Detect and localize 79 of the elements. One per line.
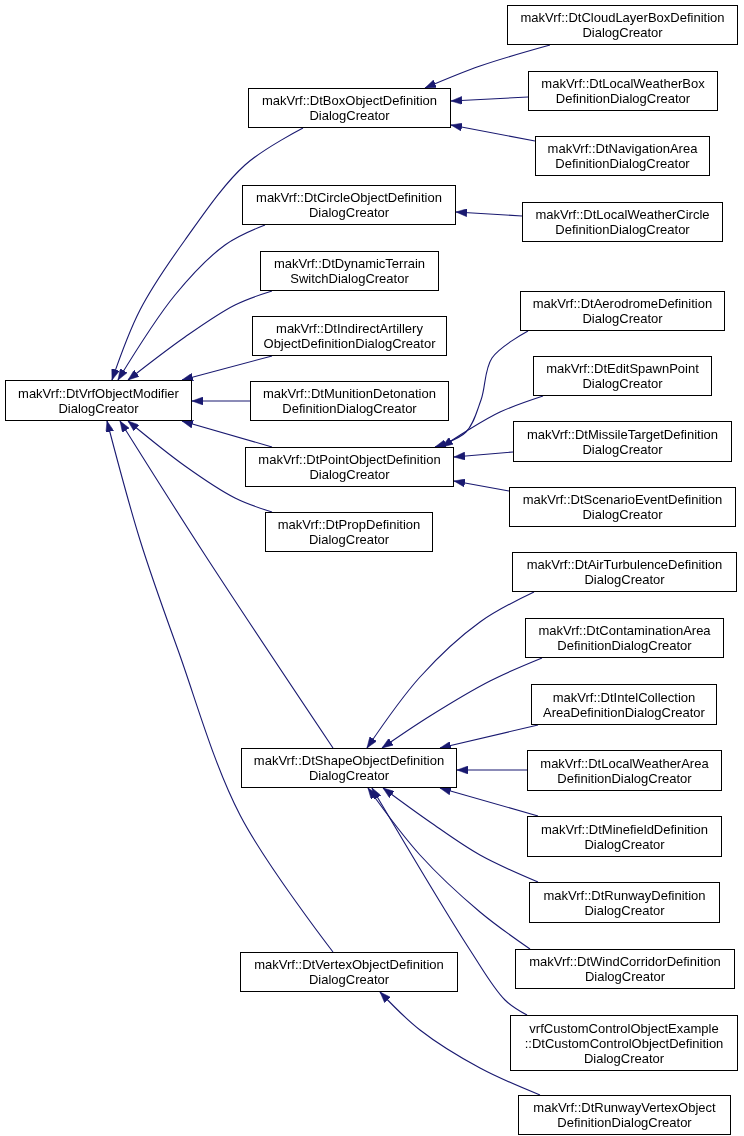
inheritance-arrow: [105, 420, 334, 953]
class-name: makVrf::DtIntelCollection AreaDefinitionDialogCreator: [543, 689, 705, 720]
class-box: [510, 1015, 738, 1071]
class-name: makVrf::DtAerodromeDefinition DialogCreator: [532, 296, 713, 326]
class-box: [520, 291, 725, 331]
class-box: [509, 487, 736, 527]
class-box: [527, 816, 722, 857]
class-name: makVrf::DtVertexObjectDefinition DialogCreator: [254, 957, 444, 987]
class-name: makVrf::DtAirTurbulenceDefinition DialogCreator: [526, 557, 723, 587]
class-box: [518, 1095, 731, 1135]
class-box: [248, 88, 451, 128]
class-name: makVrf::DtCircleObjectDefinition DialogCreator: [256, 190, 442, 220]
inheritance-arrow: [367, 787, 531, 950]
class-name: makVrf::DtMissileTargetDefinition DialogCreator: [527, 426, 718, 457]
class-name: vrfCustomControlObjectExample ::DtCustomControlObjectDefinition DialogCreator: [524, 1020, 724, 1066]
inheritance-arrow: [439, 786, 539, 817]
class-box: [515, 949, 735, 989]
class-name: makVrf::DtCloudLayerBoxDefinition DialogCreator: [520, 10, 725, 40]
class-box: [531, 684, 717, 725]
class-box: [241, 748, 457, 788]
class-box: [260, 251, 439, 291]
inheritance-arrow: [455, 208, 523, 217]
inheritance-arrow: [434, 330, 529, 448]
class-name: makVrf::DtPointObjectDefinition DialogCreator: [258, 452, 441, 482]
class-box: [533, 356, 712, 396]
class-box: [512, 552, 737, 592]
class-box: [245, 447, 454, 487]
inheritance-arrow: [181, 355, 273, 382]
class-box: [535, 136, 710, 176]
class-box: [529, 882, 720, 923]
class-box: [522, 202, 723, 242]
inheritance-arrow: [379, 991, 541, 1096]
class-box: [5, 380, 192, 421]
class-name: makVrf::DtShapeObjectDefinition DialogCreator: [253, 753, 445, 783]
inheritance-arrow: [453, 478, 510, 492]
class-name: makVrf::DtLocalWeatherCircle DefinitionDialogCreator: [535, 207, 710, 237]
class-box: [528, 71, 718, 111]
inheritance-arrow: [450, 96, 529, 105]
class-name: makVrf::DtBoxObjectDefinition DialogCreator: [261, 93, 438, 123]
inheritance-arrow: [382, 787, 539, 883]
class-box: [250, 381, 449, 421]
class-name: makVrf::DtContaminationArea DefinitionDialogCreator: [538, 623, 711, 653]
inheritance-arrow: [181, 419, 273, 448]
inheritance-arrow: [366, 591, 535, 749]
class-name: makVrf::DtWindCorridorDefinition DialogCreator: [529, 954, 721, 984]
class-name: makVrf::DtMinefieldDefinition DialogCreator: [540, 821, 709, 852]
class-name: makVrf::DtScenarioEventDefinition DialogCreator: [522, 492, 723, 522]
inheritance-arrow: [127, 420, 273, 513]
class-box: [527, 750, 722, 791]
class-box: [265, 512, 433, 552]
class-name: makVrf::DtLocalWeatherArea DefinitionDialogCreator: [540, 755, 709, 786]
inheritance-arrow: [191, 396, 251, 406]
inheritance-arrow: [453, 451, 514, 461]
class-name: makVrf::DtPropDefinition DialogCreator: [277, 517, 421, 547]
inheritance-arrow: [119, 420, 334, 749]
inheritance-arrow: [111, 127, 304, 381]
class-box: [513, 421, 732, 462]
inheritance-arrow: [439, 724, 539, 750]
class-name: makVrf::DtVrfObjectModifier DialogCreator: [18, 385, 179, 416]
class-name: makVrf::DtIndirectArtillery ObjectDefinitionDialogCreator: [263, 321, 436, 351]
inheritance-arrow: [117, 224, 266, 381]
class-box: [240, 952, 458, 992]
inheritance-arrow: [424, 44, 551, 89]
class-name: makVrf::DtNavigationArea DefinitionDialogCreator: [547, 141, 698, 171]
class-box: [525, 618, 724, 658]
inheritance-arrow: [371, 787, 528, 1016]
class-box: [507, 5, 738, 45]
class-name: makVrf::DtRunwayVertexObject DefinitionDialogCreator: [533, 1100, 716, 1130]
inheritance-arrow: [127, 290, 273, 381]
class-box: [252, 316, 447, 356]
class-box: [242, 185, 456, 225]
class-name: makVrf::DtMunitionDetonation DefinitionDialogCreator: [263, 386, 436, 416]
class-name: makVrf::DtLocalWeatherBox DefinitionDialogCreator: [541, 76, 705, 106]
class-name: makVrf::DtEditSpawnPoint DialogCreator: [546, 361, 699, 391]
inheritance-arrow: [450, 122, 536, 142]
class-name: makVrf::DtDynamicTerrain SwitchDialogCreator: [273, 256, 426, 286]
inheritance-arrow: [381, 657, 543, 749]
class-name: makVrf::DtRunwayDefinition DialogCreator: [543, 887, 706, 918]
inheritance-arrow: [456, 765, 528, 775]
